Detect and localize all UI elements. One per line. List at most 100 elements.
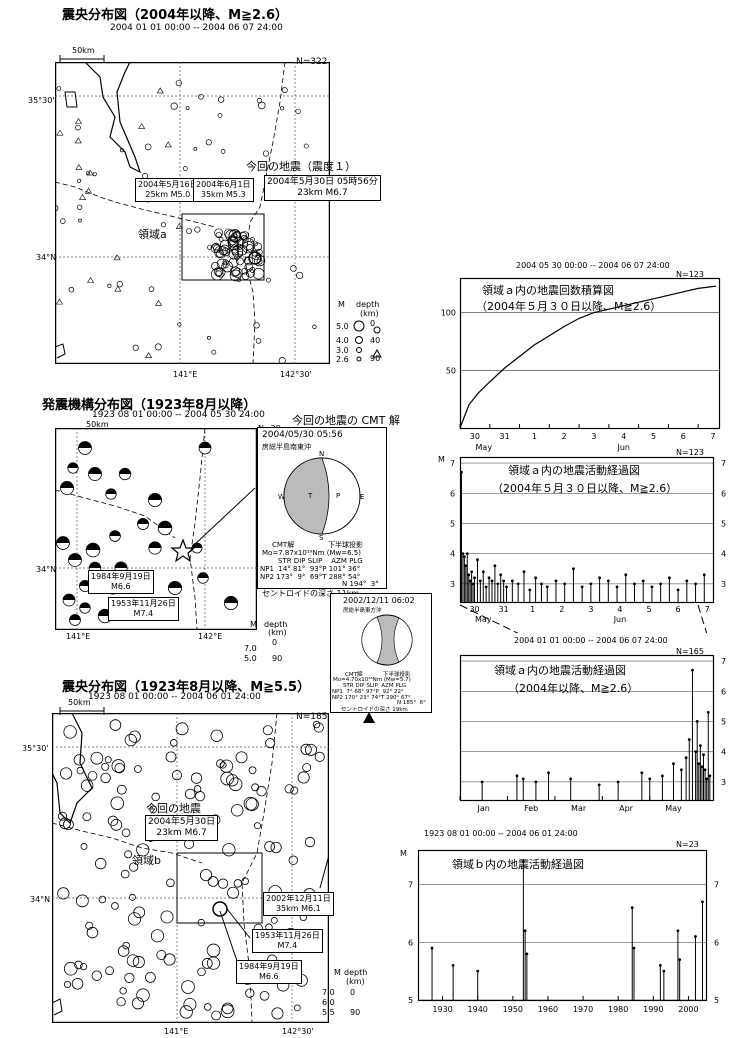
map1-lon2: 142°30' (280, 370, 312, 379)
epicenter (80, 779, 94, 792)
epicenter (211, 1010, 221, 1021)
epicenter (211, 261, 220, 271)
epicenter (256, 786, 267, 797)
chart2-xtick: 30 (469, 605, 479, 614)
map3-box2-mag: M7.4 (277, 941, 298, 950)
epicenter (207, 335, 211, 340)
epicenter (98, 895, 107, 904)
chart3-ytick-right: 6 (721, 687, 726, 696)
chart1-title: 領域ａ内の地震回数積算図 (482, 283, 614, 297)
epicenter (226, 774, 239, 787)
epicenter (117, 945, 130, 957)
chart2-bar-tip (685, 579, 689, 583)
chart1-xtick: 2 (562, 432, 567, 441)
epicenter (215, 267, 226, 278)
epicenter (107, 815, 119, 827)
map1-legend-depth-symbols (372, 326, 382, 358)
chart2-xtick: 4 (617, 605, 622, 614)
mechanism-quadrant (158, 521, 172, 528)
chart1-line (459, 285, 717, 429)
map2-period: 1923 08 01 00:00 -- 2004 05 30 24:00 (92, 410, 265, 420)
chart3-bar-tip (691, 668, 694, 672)
cmt-hdr: STR DIP SLIP AZM PLG (278, 557, 363, 565)
cmt-date: 2004/05/30 05:56 (262, 430, 343, 440)
epicenter (151, 792, 160, 802)
mechanism-quadrant (79, 580, 91, 586)
epicenter (114, 762, 125, 774)
map2-box1-date: 1984年9月19日 (91, 572, 151, 581)
epicenter (71, 977, 84, 990)
chart2-ytick-left: 6 (450, 489, 455, 498)
chart2-month: May (475, 615, 492, 624)
epicenter (198, 93, 204, 100)
map3-box3-mag: M6.6 (259, 972, 279, 981)
epicenter (175, 722, 189, 736)
cmt-label: CMT解 (272, 541, 295, 549)
mechanism-quadrant (197, 572, 209, 578)
cmt-p: P (336, 492, 340, 500)
epicenter (219, 239, 231, 251)
epicenter (222, 262, 229, 269)
chart2-ytick-right: 5 (721, 519, 726, 528)
map3-legend-d1: 90 (350, 1008, 361, 1017)
map2-legend-mag1: 5.0 (244, 654, 257, 663)
epicenter (222, 843, 236, 857)
epicenter (233, 879, 243, 888)
chart3-bar-tip (569, 777, 573, 781)
cmt-np1: NP1 14° 81° 93°P 101° 36° (260, 565, 361, 573)
epicenter (304, 743, 317, 756)
chart4-xtick: 2000 (678, 1005, 698, 1014)
epicenter (183, 166, 188, 171)
epicenter (295, 108, 301, 115)
epicenter (242, 236, 249, 243)
chart4-bar-tip (523, 929, 527, 933)
cmt-t: T (307, 492, 313, 500)
chart3-period: 2004 01 01 00:00 -- 2004 06 07 24:00 (514, 636, 668, 645)
epicenter (245, 797, 259, 811)
chart2-bar-tip (490, 579, 494, 583)
epicenter (251, 783, 260, 792)
epicenter-deep (87, 276, 95, 283)
epicenter (129, 862, 139, 872)
chart2-bar-tip (624, 573, 628, 577)
epicenter (156, 950, 167, 961)
epicenter (271, 1007, 284, 1020)
epicenter-deep (145, 352, 153, 358)
epicenter (165, 751, 177, 763)
map1-legend-mag0: 5.0 (336, 322, 349, 331)
chart4-grid (418, 884, 706, 1001)
chart2-bar-tip (476, 558, 479, 562)
epicenter (288, 855, 298, 865)
epicenter (232, 267, 243, 278)
epicenter (220, 149, 226, 154)
map3-arrow-icon (363, 712, 375, 723)
epicenter (144, 143, 152, 151)
cmt2-hdr: STR DIP SLIP AZM PLG (343, 683, 407, 689)
chart3-month: Apr (619, 804, 634, 813)
epicenter (221, 247, 231, 257)
cmt2-np2: NP2 170° 23° 74°T 290° 67° (332, 695, 411, 701)
mechanism-quadrant (148, 493, 162, 500)
mechanism-quadrant (69, 614, 81, 620)
chart4-xtick: 1950 (503, 1005, 523, 1014)
map3-box2: 1953年11月26日 M7.4 (252, 929, 323, 953)
chart3-bar-tip (694, 750, 698, 754)
chart2-grid (460, 462, 713, 585)
epicenter-deep (55, 298, 64, 305)
epicenter (211, 268, 224, 281)
epicenter (290, 265, 297, 272)
map1-event-date: 2004年5月30日 05時56分 (267, 177, 378, 187)
map1-legend-mag3: 2.6 (336, 355, 349, 364)
chart2-bar-tip (572, 567, 575, 571)
chart2-bar-tip (481, 570, 485, 574)
cmt2-nn: N 185° 6° (397, 700, 426, 706)
epicenter (177, 322, 182, 327)
epicenter-deep (74, 137, 82, 144)
cmt-panel-2002: 2002/12/11 06:02 房総半島東方沖 CMT解 下半球投影 Mo=4… (330, 593, 432, 713)
cmt2-np1: NP1 7° 68° 97°P 92° 22° (332, 689, 404, 695)
chart2-ytick-right: 6 (721, 489, 726, 498)
epicenter (110, 796, 125, 810)
chart2-count: N=123 (676, 448, 704, 457)
cmt-panel-main: 2004/05/30 05:56 房総半島南東沖 N W E S P T CMT… (257, 427, 387, 589)
